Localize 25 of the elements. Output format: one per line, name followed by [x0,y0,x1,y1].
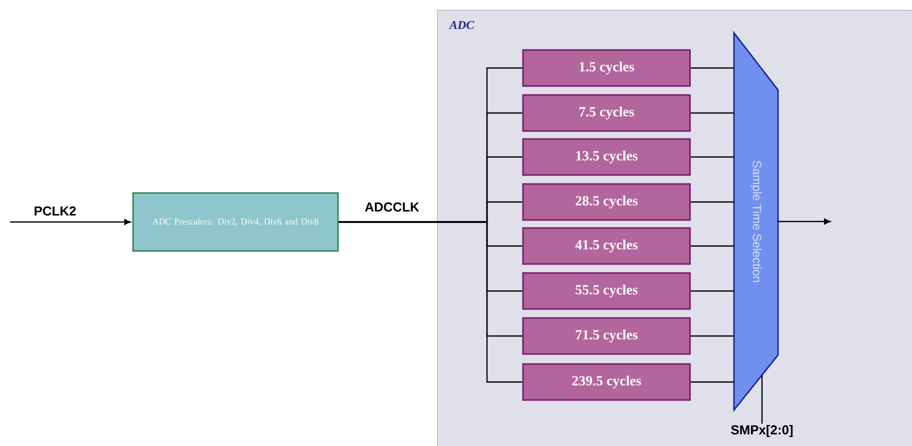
connector-line [338,221,522,383]
connector-line [761,375,763,424]
connector-line [690,290,734,292]
delay-box: 7.5 cycles [522,94,691,132]
signal-label: SMPx[2:0] [731,424,793,438]
delay-box: 41.5 cycles [522,227,691,265]
connector-line [690,156,734,158]
delay-box: 28.5 cycles [522,183,691,221]
delay-box: 55.5 cycles [522,272,691,310]
connector-line [690,335,734,337]
delay-box: 13.5 cycles [522,138,691,176]
connector-line [690,245,734,247]
connector-line [690,201,734,203]
connector-line [690,381,734,383]
delay-box: 239.5 cycles [522,363,691,401]
signal-label: ADCCLK [365,202,420,212]
delay-box: 1.5 cycles [522,49,691,87]
arrow [778,218,830,224]
connector-line [690,112,734,114]
delay-box: 71.5 cycles [522,317,691,355]
connector-line [690,67,734,69]
arrow [10,219,131,225]
prescaler-box: ADC Prescalers: Div2, Div4, Div6 and Div8 [132,192,339,252]
panel-title: ADC [448,20,474,29]
signal-label: PCLK2 [34,206,76,216]
